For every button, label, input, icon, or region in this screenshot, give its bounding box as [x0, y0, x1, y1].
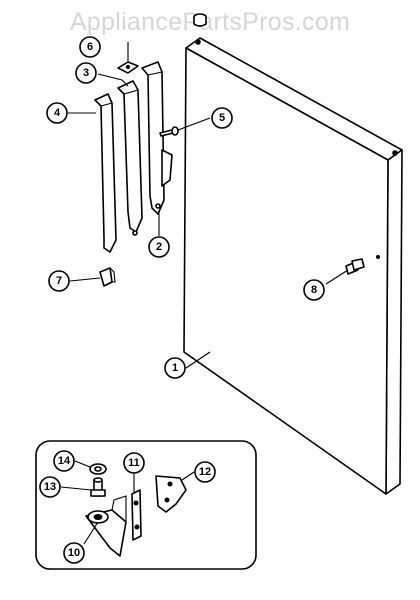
callout-3: 3: [75, 62, 97, 84]
bracket-part: [155, 475, 187, 513]
svg-text:7: 7: [56, 275, 62, 287]
callout-14: 14: [53, 450, 75, 472]
washer-part: [89, 463, 107, 475]
svg-text:14: 14: [58, 455, 71, 467]
svg-text:2: 2: [156, 241, 162, 253]
svg-text:11: 11: [128, 457, 140, 469]
strip-middle-part: [117, 80, 143, 236]
callout-4: 4: [46, 102, 68, 124]
leader-lines: [60, 42, 349, 545]
screw-part: [159, 126, 179, 137]
svg-text:5: 5: [219, 112, 225, 124]
bottom-hinge-part: [85, 495, 127, 557]
watermark-text: AppliancePartsPros.com: [70, 8, 350, 36]
svg-text:10: 10: [68, 547, 80, 559]
callout-7: 7: [48, 270, 70, 292]
door-stop-part: [345, 258, 365, 275]
svg-text:1: 1: [172, 362, 178, 374]
callout-5: 5: [211, 107, 233, 129]
small-clip-part: [99, 267, 116, 287]
callout-10: 10: [63, 542, 85, 564]
svg-text:13: 13: [44, 481, 56, 493]
callout-12: 12: [194, 461, 216, 483]
callout-6: 6: [79, 36, 101, 58]
svg-text:3: 3: [83, 67, 89, 79]
strip-left-part: [94, 93, 117, 253]
svg-text:12: 12: [199, 466, 211, 478]
door-panel-part: [183, 37, 403, 495]
callout-8: 8: [303, 279, 325, 301]
svg-text:8: 8: [311, 284, 317, 296]
callout-11: 11: [123, 452, 145, 474]
callout-2: 2: [148, 236, 170, 258]
hinge-pin-part: [90, 477, 106, 497]
clip-part: [117, 61, 139, 74]
strip-right-part: [141, 61, 173, 215]
callout-13: 13: [39, 476, 61, 498]
svg-text:4: 4: [54, 107, 61, 119]
svg-text:6: 6: [87, 41, 93, 53]
top-hinge-cap: [193, 13, 207, 27]
hinge-plate-part: [131, 489, 142, 541]
callout-1: 1: [164, 357, 186, 379]
